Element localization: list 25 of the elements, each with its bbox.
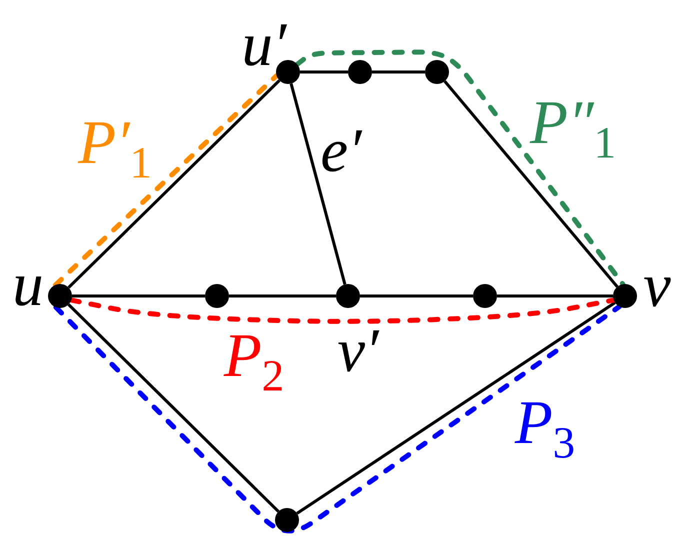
graph-edge [300, 70, 348, 74]
vertex-label: v′ [337, 320, 379, 382]
graph-edge [72, 294, 205, 298]
vertex-dot [348, 60, 372, 84]
vertex-label: v [643, 255, 671, 317]
vertex-dot [613, 284, 637, 308]
graph-edge [360, 294, 473, 298]
graph-edge [372, 70, 425, 74]
vertex-dot [425, 60, 449, 84]
vertex-label: u [12, 254, 44, 316]
graph-edge [444, 80, 618, 288]
vertex-dot [336, 284, 360, 308]
graph-edge [229, 294, 336, 298]
graph-edge [497, 294, 613, 298]
vertex-dot [275, 508, 299, 532]
vertex-label: u′ [242, 14, 286, 76]
graph-edge [67, 303, 280, 513]
dashed-path [294, 50, 626, 287]
dashed-path [53, 304, 622, 534]
vertex-dot [205, 284, 229, 308]
vertex-dot [48, 284, 72, 308]
edge-label: e′ [320, 120, 362, 182]
dashed-path [68, 298, 616, 324]
graph-edge [290, 83, 346, 285]
vertex-dot [473, 284, 497, 308]
